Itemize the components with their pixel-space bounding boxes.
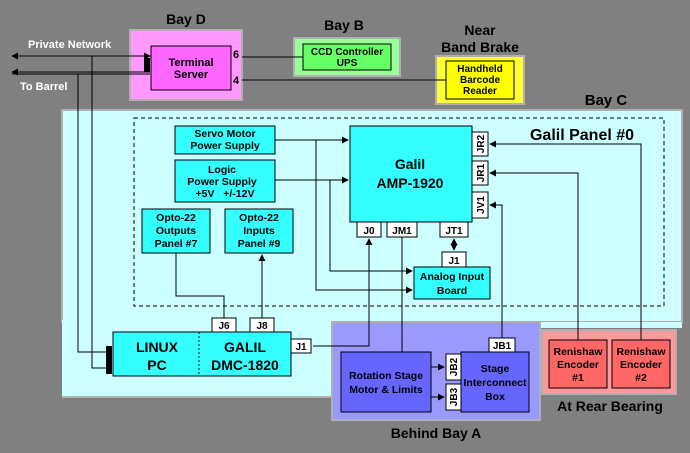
analog-line-2: Board — [437, 285, 467, 297]
terminal-server-line-1: Terminal — [168, 57, 213, 69]
analog-line-1: Analog Input — [420, 271, 485, 283]
opto-inputs-panel: Opto-22 Inputs Panel #9 — [224, 208, 294, 254]
rear-bearing-label: At Rear Bearing — [557, 398, 663, 414]
interconnect-line-3: Box — [485, 391, 505, 403]
barcode-line-1: Handheld — [457, 64, 503, 75]
barcode-line-2: Barcode — [460, 75, 500, 86]
linux-pc-line-2: PC — [147, 357, 166, 373]
galil-dmc-line-2: DMC-1820 — [211, 357, 279, 373]
connector-jr2: JR2 — [476, 134, 487, 153]
renishaw-encoder-1: Renishaw Encoder #1 — [548, 339, 608, 389]
connector-j8: J8 — [256, 321, 268, 332]
galil-panel-0: Galil Panel #0 — [133, 117, 665, 307]
stage-interconnect-box: Stage Interconnect Box JB1 JB2 JB3 — [445, 337, 530, 413]
encoder1-line-1: Renishaw — [553, 346, 603, 358]
rotation-line-1: Rotation Stage — [349, 370, 423, 382]
barcode-line-3: Reader — [463, 86, 497, 97]
bay-c-label: Bay C — [585, 92, 628, 109]
behind-bay-a-label: Behind Bay A — [391, 425, 482, 441]
connector-jm1: JM1 — [392, 226, 412, 237]
near-label-line-2: Band Brake — [441, 39, 519, 55]
servo-psu-line-2: Power Supply — [190, 140, 260, 152]
connector-analog-j1: J1 — [448, 256, 460, 267]
encoder1-line-2: Encoder — [557, 359, 599, 371]
connector-j0: J0 — [363, 226, 375, 237]
rotation-stage: Rotation Stage Motor & Limits — [340, 351, 432, 413]
logic-psu-line-1: Logic — [208, 164, 236, 176]
terminal-server: Terminal Server 6 4 — [150, 45, 240, 91]
servo-power-supply: Servo Motor Power Supply — [174, 125, 276, 155]
port-4-label: 4 — [233, 75, 240, 87]
barcode-reader: Handheld Barcode Reader — [445, 60, 515, 100]
amp-line-1: Galil — [395, 156, 425, 172]
connection-wires — [11, 52, 642, 401]
opto-in-line-2: Inputs — [243, 225, 275, 237]
connector-jb3: JB3 — [449, 387, 460, 406]
interconnect-line-1: Stage — [481, 363, 510, 375]
ccd-controller-line-1: CCD Controller — [311, 47, 383, 58]
encoder2-line-2: Encoder — [620, 359, 662, 371]
external-links: Private Network To Barrel — [20, 39, 112, 93]
logic-psu-line-2: Power Supply — [187, 176, 257, 188]
opto-out-line-1: Opto-22 — [156, 212, 196, 224]
terminal-server-line-2: Server — [174, 69, 209, 81]
interconnect-line-2: Interconnect — [463, 377, 527, 389]
opto-in-line-1: Opto-22 — [239, 212, 279, 224]
encoder2-line-3: #2 — [635, 372, 647, 384]
connector-jr1: JR1 — [476, 163, 487, 182]
encoder1-line-3: #1 — [572, 372, 584, 384]
port-6-label: 6 — [233, 49, 239, 61]
opto-out-line-3: Panel #7 — [155, 238, 198, 250]
logic-power-supply: Logic Power Supply +5V +/-12V — [174, 159, 276, 203]
connector-jt1: JT1 — [445, 226, 463, 237]
opto-in-line-3: Panel #9 — [238, 238, 281, 250]
bay-b-label: Bay B — [324, 17, 364, 33]
connector-dmc-j1: J1 — [295, 342, 307, 353]
servo-psu-line-1: Servo Motor — [194, 128, 255, 140]
bay-d-label: Bay D — [166, 11, 206, 27]
near-label-line-1: Near — [464, 22, 496, 38]
linux-pc-galil-dmc: LINUX PC GALIL DMC-1820 J6 J8 J1 — [112, 317, 312, 377]
connector-jb2: JB2 — [449, 357, 460, 376]
logic-psu-line-3: +5V +/-12V — [196, 188, 255, 200]
linux-pc-line-1: LINUX — [136, 339, 179, 355]
encoder2-line-1: Renishaw — [616, 346, 666, 358]
analog-input-board: J1 Analog Input Board — [413, 251, 491, 300]
connector-j6: J6 — [218, 321, 230, 332]
private-network-label: Private Network — [28, 39, 112, 51]
to-barrel-label: To Barrel — [20, 81, 67, 93]
ccd-controller-line-2: UPS — [337, 58, 358, 69]
opto-out-line-2: Outputs — [156, 225, 196, 237]
galil-dmc-line-1: GALIL — [224, 339, 266, 355]
ccd-controller: CCD Controller UPS — [302, 43, 392, 71]
galil-panel-title: Galil Panel #0 — [530, 127, 634, 144]
connector-jv1: JV1 — [476, 196, 487, 214]
galil-amp-1920: Galil AMP-1920 JR2 JR1 JV1 J0 JM1 JT1 — [349, 125, 489, 238]
amp-line-2: AMP-1920 — [377, 175, 444, 191]
rotation-line-2: Motor & Limits — [349, 384, 423, 396]
renishaw-encoder-2: Renishaw Encoder #2 — [611, 339, 671, 389]
opto-outputs-panel: Opto-22 Outputs Panel #7 — [141, 208, 211, 254]
connector-jb1: JB1 — [493, 341, 512, 352]
